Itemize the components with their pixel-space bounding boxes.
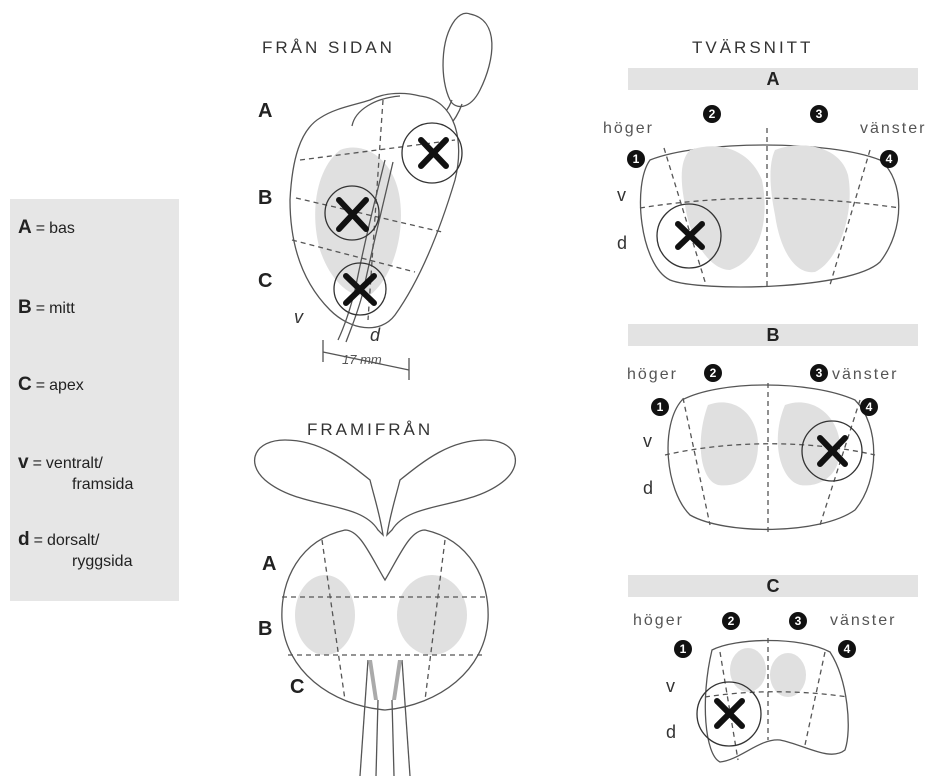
- zone-3-c: 3: [789, 612, 807, 630]
- zone-1-c: 1: [674, 640, 692, 658]
- front-label-c: C: [290, 676, 304, 699]
- side-label-b: B: [258, 187, 272, 210]
- label-hoger-c: höger: [633, 612, 684, 630]
- zone-2-b: 2: [704, 364, 722, 382]
- label-v-a: v: [617, 185, 626, 206]
- side-label-a: A: [258, 100, 272, 123]
- zone-1-b: 1: [651, 398, 669, 416]
- zone-3-a: 3: [810, 105, 828, 123]
- zone-4-b: 4: [860, 398, 878, 416]
- front-view-title: FRAMIFRÅN: [307, 420, 433, 440]
- label-vanster-a: vänster: [860, 120, 926, 138]
- cross-section-a: [640, 128, 900, 290]
- label-vanster-b: vänster: [832, 366, 898, 384]
- cross-section-title: TVÄRSNITT: [692, 38, 813, 58]
- side-label-d: d: [370, 325, 380, 346]
- section-bar-a: A: [628, 68, 918, 90]
- zone-2-c: 2: [722, 612, 740, 630]
- measure-label: 17 mm: [342, 352, 382, 367]
- label-d-c: d: [666, 722, 676, 743]
- front-label-b: B: [258, 618, 272, 641]
- side-label-v: v: [294, 307, 303, 328]
- zone-3-b: 3: [810, 364, 828, 382]
- zone-4-c: 4: [838, 640, 856, 658]
- side-view-title: FRÅN SIDAN: [262, 38, 395, 58]
- zone-1-a: 1: [627, 150, 645, 168]
- side-label-c: C: [258, 270, 272, 293]
- side-view-drawing: [290, 13, 492, 380]
- section-bar-c: C: [628, 575, 918, 597]
- zone-2-a: 2: [703, 105, 721, 123]
- label-hoger-b: höger: [627, 366, 678, 384]
- label-v-b: v: [643, 431, 652, 452]
- cross-section-b: [665, 383, 875, 532]
- front-view-drawing: [255, 440, 516, 776]
- zone-4-a: 4: [880, 150, 898, 168]
- label-d-b: d: [643, 478, 653, 499]
- front-label-a: A: [262, 553, 276, 576]
- label-hoger-a: höger: [603, 120, 654, 138]
- label-vanster-c: vänster: [830, 612, 896, 630]
- label-v-c: v: [666, 676, 675, 697]
- label-d-a: d: [617, 233, 627, 254]
- section-bar-b: B: [628, 324, 918, 346]
